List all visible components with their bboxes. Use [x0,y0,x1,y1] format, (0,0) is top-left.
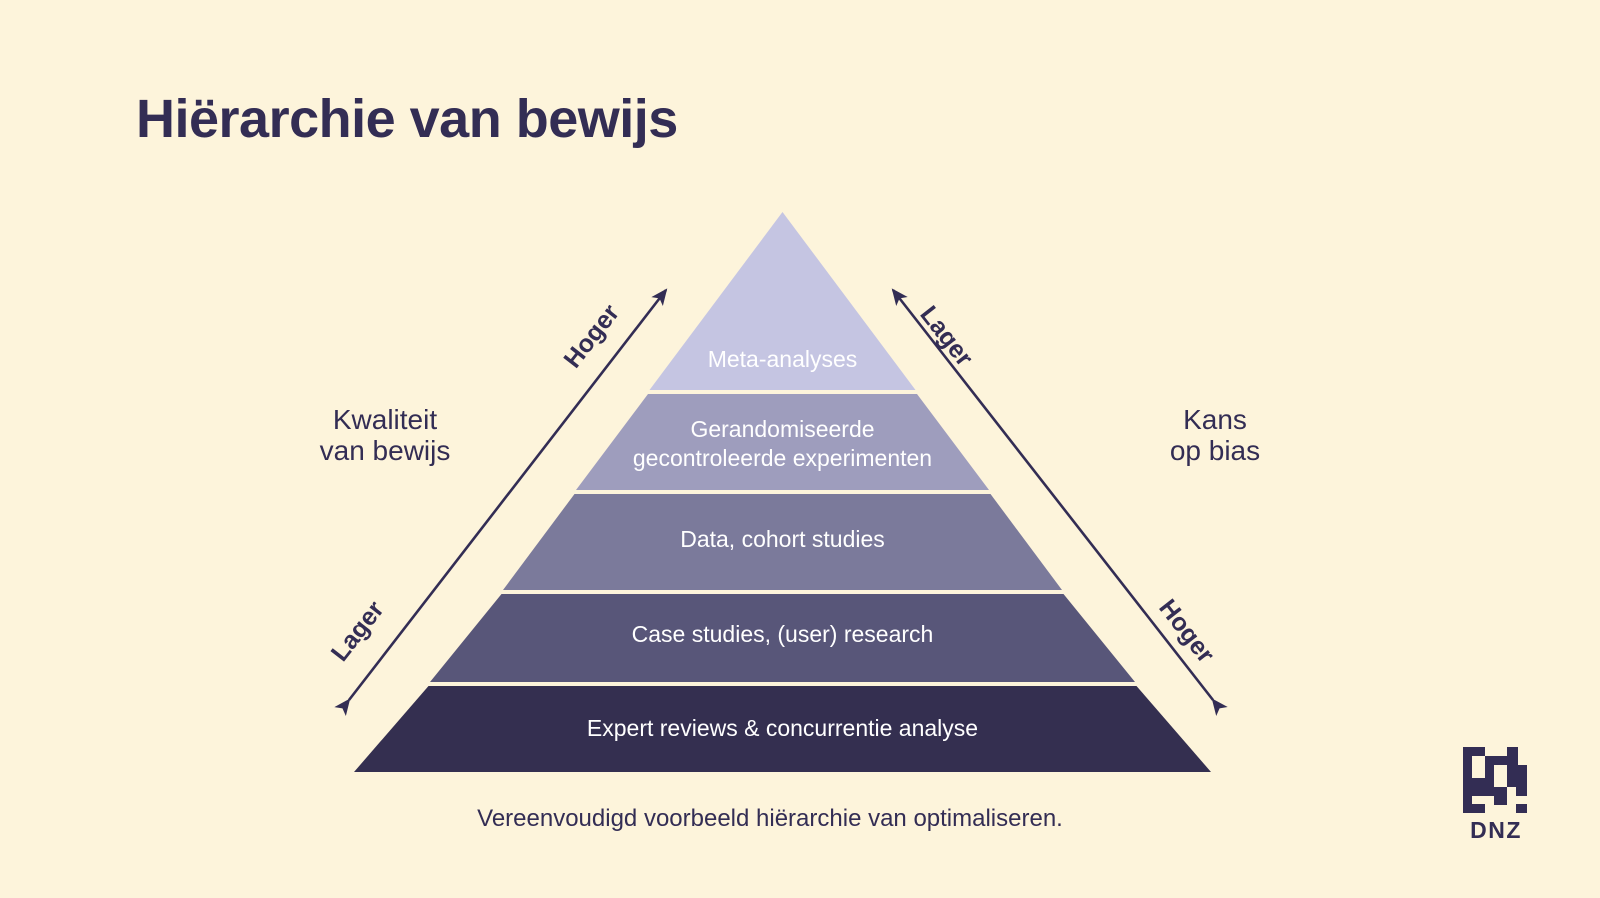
dnz-logo: DNZ [1455,747,1537,849]
pyramid-shapes [354,212,1211,772]
pyramid-tier-3-shape [503,494,1062,590]
page-title: Hiërarchie van bewijs [136,89,678,149]
evidence-pyramid: Meta-analyses Gerandomiseerde gecontrole… [345,205,1220,785]
pyramid-tier-1-shape [649,212,916,390]
pyramid-tier-5-shape [354,686,1211,772]
pyramid-tier-2-shape [576,394,989,490]
diagram-caption: Vereenvoudigd voorbeeld hiërarchie van o… [477,805,1063,832]
zigzag-maze-icon [1463,747,1527,813]
right-axis-title: Kans op bias [1169,404,1261,467]
dnz-wordmark: DNZ [1470,817,1522,843]
pyramid-tier-4-shape [430,594,1135,682]
left-axis-title: Kwaliteit van bewijs [319,404,451,467]
